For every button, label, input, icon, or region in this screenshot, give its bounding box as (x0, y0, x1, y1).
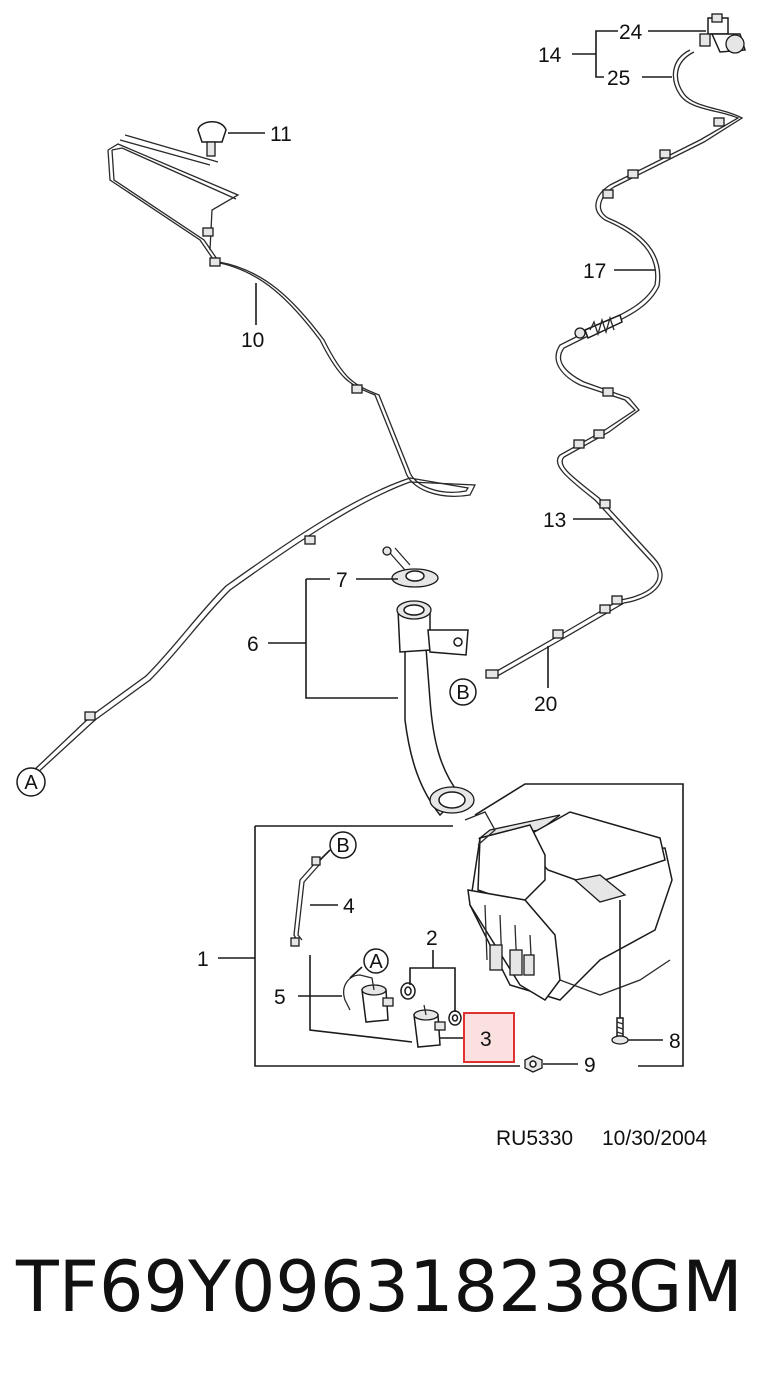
callout-24: 24 (619, 21, 643, 44)
callout-13: 13 (543, 509, 566, 532)
part-number: TF69Y096318238 (16, 1246, 632, 1328)
reference-code: RU5330 (496, 1127, 573, 1150)
connector-b-hose-end: B (449, 678, 477, 706)
callout-6: 6 (247, 633, 259, 656)
connector-b-label: B (456, 682, 469, 704)
callout-9: 9 (584, 1054, 596, 1077)
connector-a-hose-end: A (16, 767, 46, 797)
callout-14: 14 (538, 44, 562, 67)
connector-a-label: A (24, 772, 38, 794)
washer-pump-front (343, 974, 394, 1023)
connector-a-tank-label: A (369, 951, 383, 973)
filler-neck-assembly (382, 546, 475, 817)
callout-3: 3 (480, 1028, 492, 1051)
connector-b-tank: B (329, 831, 357, 859)
callout-11: 11 (270, 123, 292, 146)
washer-reservoir (464, 811, 673, 1001)
callout-25: 25 (607, 67, 630, 90)
rear-washer-hose (485, 49, 744, 679)
washer-nozzle-rear (699, 13, 746, 54)
callout-1: 1 (197, 948, 209, 971)
callout-7: 7 (336, 569, 348, 592)
bolt-8 (611, 1017, 629, 1045)
nut-9 (524, 1055, 543, 1073)
callout-4: 4 (343, 895, 355, 918)
callout-8: 8 (669, 1030, 681, 1053)
callout-20: 20 (534, 693, 557, 716)
brand-name: GM (628, 1246, 743, 1328)
connector-b-tank-label: B (336, 835, 349, 857)
washer-nozzle-front (197, 121, 227, 157)
callout-5: 5 (274, 986, 286, 1009)
reference-date: 10/30/2004 (602, 1127, 707, 1150)
callout-10: 10 (241, 329, 264, 352)
callout-17: 17 (583, 260, 606, 283)
connector-a-tank: A (363, 948, 389, 974)
pump-grommets (400, 982, 462, 1026)
highlight-box (463, 1012, 515, 1063)
callout-2: 2 (426, 927, 438, 950)
washer-pump-rear (413, 1004, 446, 1048)
front-washer-hose (31, 134, 477, 776)
connector-hose-4 (290, 856, 321, 947)
leader-lines (218, 30, 706, 1067)
